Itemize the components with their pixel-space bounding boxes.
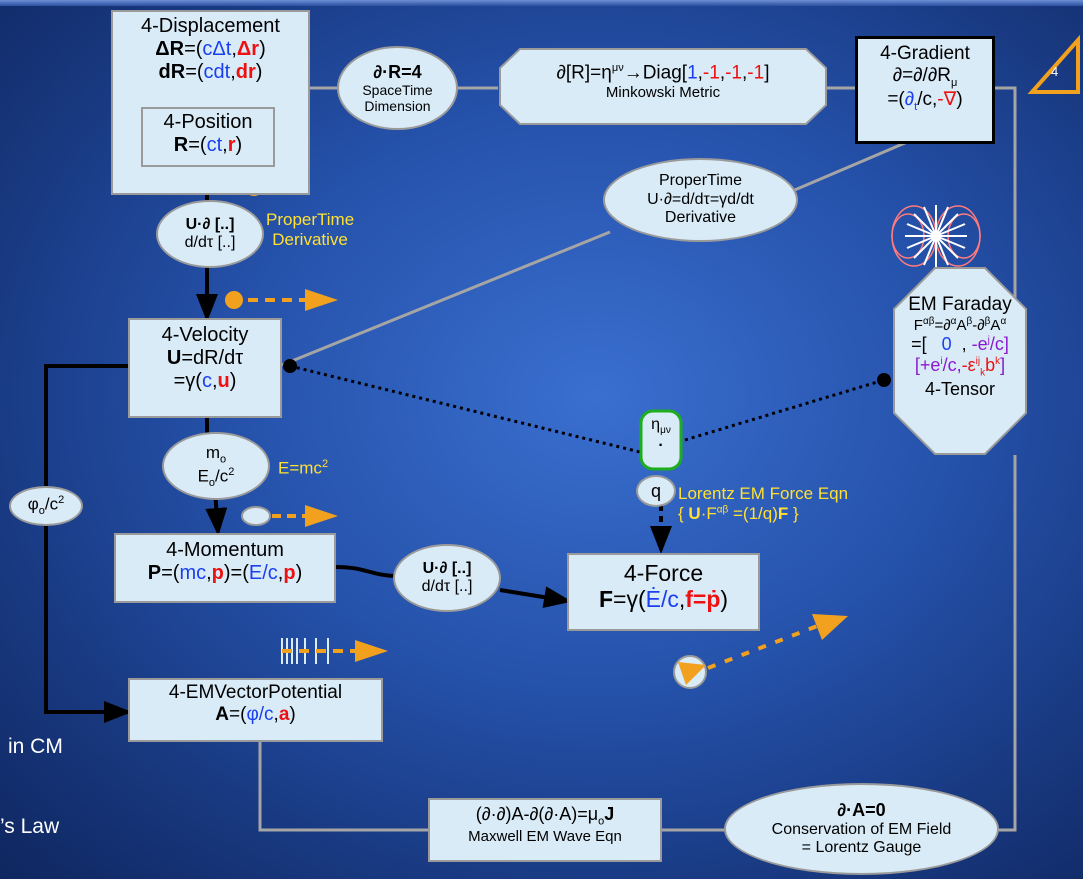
faraday-def: Fαβ=∂αAβ-∂βAα: [913, 315, 1007, 334]
lorentz-label: Lorentz EM Force Eqn { U·Fαβ =(1/q)F }: [678, 484, 849, 523]
in-cm-text: in CM: [8, 735, 63, 758]
charge-node: q: [636, 475, 676, 507]
faraday-row2: [+ei/c,-εijkbk]: [914, 354, 1006, 379]
badge-triangle: [1027, 34, 1080, 94]
spacetime-node: ∂·R=4 SpaceTime Dimension: [337, 46, 458, 130]
momentum-icon: [241, 506, 271, 526]
faraday-octagon: [893, 267, 1027, 455]
gradient-def: ∂=∂/∂Rμ: [892, 64, 958, 89]
top-bar: [0, 0, 1083, 6]
minkowski-node: ∂[R]=ημν→Diag[1,-1,-1,-1] Minkowski Metr…: [500, 62, 826, 101]
position-formula: R=(ct,r): [173, 134, 243, 156]
badge-number: 4: [1051, 64, 1059, 79]
phi-formula: φo/c2: [27, 494, 65, 518]
maxwell-node: (∂·∂)A-∂(∂·A)=μoJ Maxwell EM Wave Eqn: [428, 798, 662, 862]
faraday-row1: =[ 0 , -ej/c]: [911, 334, 1009, 355]
propertime-left-deriv: d/dτ [..]: [184, 234, 236, 251]
gradient-components: =(∂t/c,-∇): [887, 89, 963, 114]
eta-label: ημν ·: [651, 416, 671, 454]
momentum-formula: P=(mc,p)=(E/c,p): [147, 562, 303, 584]
phi-node: φo/c2: [9, 486, 83, 526]
velocity-title: 4-Velocity: [161, 324, 249, 346]
displacement-delta-line: ΔR=(cΔt,Δr): [155, 38, 266, 60]
gradient-node: 4-Gradient ∂=∂/∂Rμ =(∂t/c,-∇): [855, 36, 995, 144]
velocity-components: =γ(c,u): [173, 370, 237, 392]
propertime-mid-op: U·∂ [..]: [422, 559, 472, 577]
displacement-differential-line: dR=(cdt,dr): [158, 61, 263, 83]
spacetime-formula: ∂·R=4: [373, 61, 422, 82]
momentum-node: 4-Momentum P=(mc,p)=(E/c,p): [114, 533, 336, 603]
momentum-title: 4-Momentum: [166, 539, 284, 561]
gauge-conservation: Conservation of EM Field: [771, 820, 952, 838]
force-formula: F=γ(Ė/c,f=ṗ): [598, 586, 729, 613]
propertime-left-op: U·∂ [..]: [185, 215, 235, 233]
force-title: 4-Force: [623, 560, 704, 586]
propertime-derivative-label: ProperTime Derivative: [266, 210, 355, 249]
faraday-node: EM Faraday Fαβ=∂αAβ-∂βAα =[ 0 , -ej/c] […: [894, 294, 1026, 400]
dimension-label: Dimension: [364, 98, 431, 115]
force-node: 4-Force F=γ(Ė/c,f=ṗ): [567, 553, 760, 631]
mass-node: mo Eo/c2: [162, 432, 270, 500]
propertime-left-node: U·∂ [..] d/dτ [..]: [156, 200, 264, 268]
em-starburst-icon: [905, 205, 967, 267]
displacement-node: 4-Displacement ΔR=(cΔt,Δr) dR=(cdt,dr): [111, 10, 310, 195]
propertime-mid-node: U·∂ [..] d/dτ [..]: [393, 544, 501, 612]
gauge-lorentz: = Lorentz Gauge: [801, 839, 922, 857]
faraday-dot: [877, 373, 891, 387]
potential-node: 4-EMVectorPotential A=(φ/c,a): [128, 678, 383, 742]
rest-mass: mo: [205, 442, 227, 466]
minkowski-octagon: [499, 48, 827, 125]
faraday-tensor-label: 4-Tensor: [924, 378, 996, 399]
law-text: ’s Law: [0, 815, 60, 838]
position-title: 4-Position: [163, 111, 253, 133]
propertime-derivative: Derivative: [664, 209, 737, 227]
gauge-formula: ∂·A=0: [837, 800, 886, 821]
propertime-mid-deriv: d/dτ [..]: [421, 578, 473, 595]
propertime-title: ProperTime: [659, 172, 742, 190]
displacement-title: 4-Displacement: [141, 15, 280, 37]
velocity-node: 4-Velocity U=dR/dτ =γ(c,u): [128, 318, 282, 418]
minkowski-formula: ∂[R]=ημν→Diag[1,-1,-1,-1]: [556, 62, 770, 84]
velocity-def: U=dR/dτ: [166, 347, 244, 369]
propertime-formula: U·∂=d/dτ=γd/dt: [647, 190, 754, 208]
emc2-label: E=mc2: [278, 458, 329, 478]
propertime-top-node: ProperTime U·∂=d/dτ=γd/dt Derivative: [603, 158, 798, 242]
potential-title: 4-EMVectorPotential: [168, 682, 343, 703]
position-node: 4-Position R=(ct,r): [141, 107, 275, 167]
maxwell-formula: (∂·∂)A-∂(∂·A)=μoJ: [475, 804, 615, 828]
potential-formula: A=(φ/c,a): [215, 703, 296, 725]
maxwell-label: Maxwell EM Wave Eqn: [468, 828, 622, 846]
rest-energy: Eo/c2: [197, 465, 235, 489]
eta-node: [639, 409, 683, 471]
gradient-title: 4-Gradient: [880, 43, 970, 64]
minkowski-label: Minkowski Metric: [605, 84, 721, 102]
gauge-node: ∂·A=0 Conservation of EM Field = Lorentz…: [724, 783, 999, 875]
velocity-dot: [283, 359, 297, 373]
faraday-title: EM Faraday: [908, 294, 1012, 315]
spacetime-label: SpaceTime: [362, 82, 433, 99]
